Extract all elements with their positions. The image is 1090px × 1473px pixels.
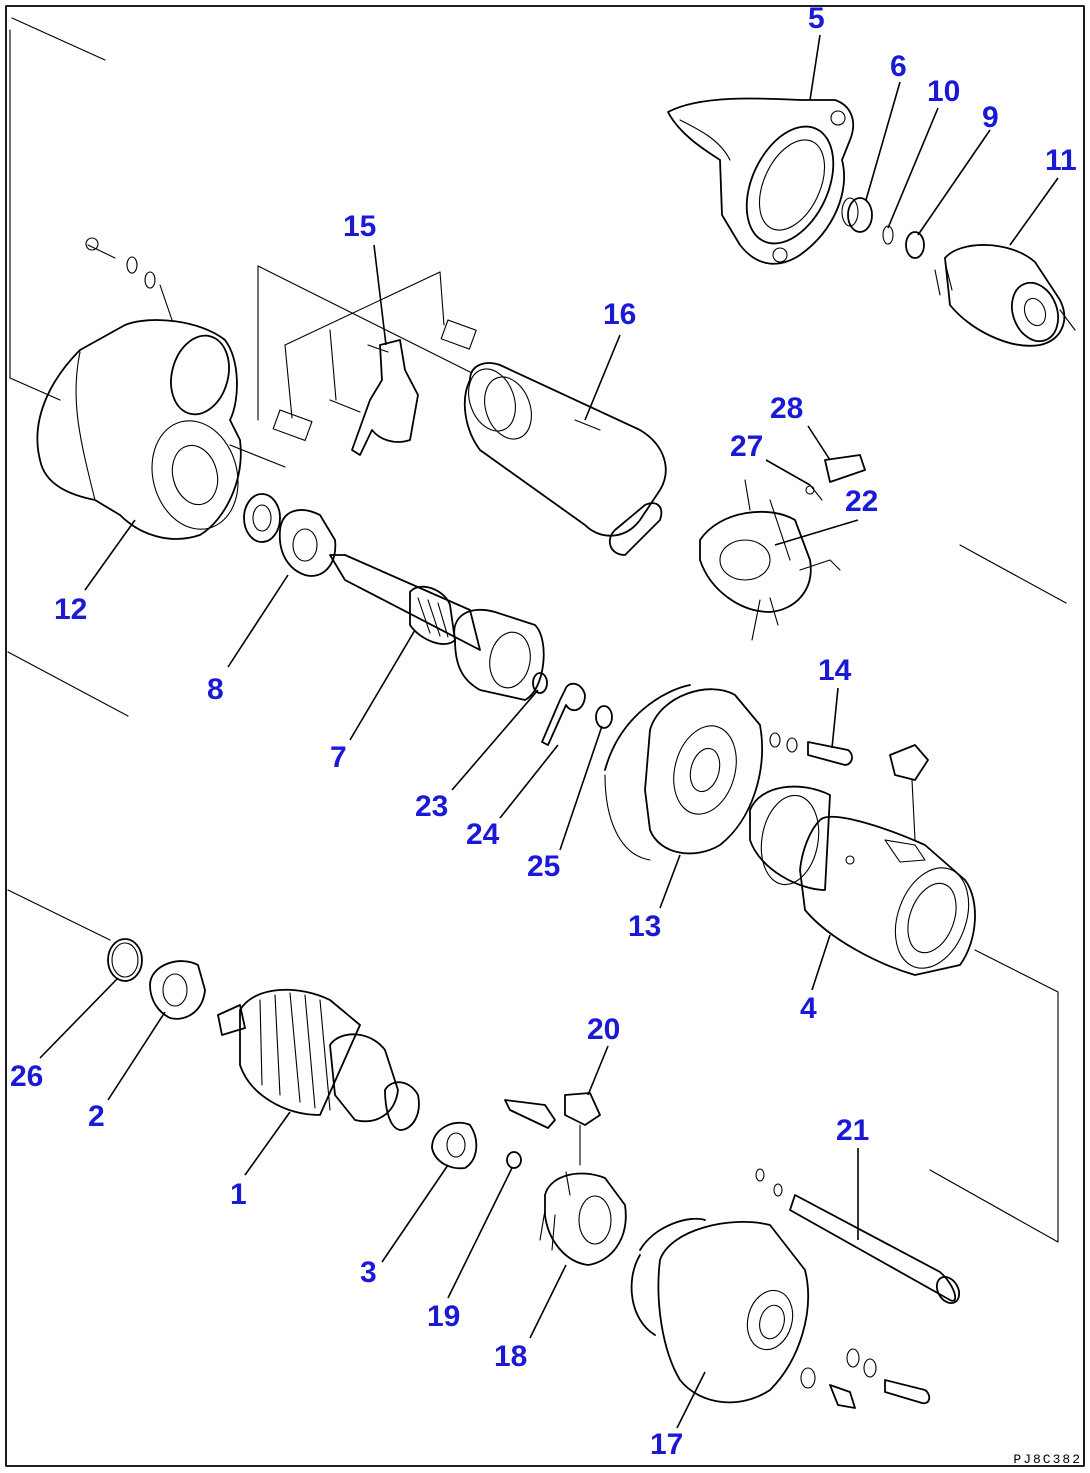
- document-code: PJ8C382: [1013, 1452, 1082, 1467]
- ring-bearing-2-26-drawing: [107, 938, 206, 1020]
- pinion-shaft-drawing: [329, 554, 545, 701]
- part-label-5[interactable]: 5: [808, 2, 825, 35]
- brush-holder-18-drawing: [539, 1171, 627, 1266]
- rear-cover-drawing: [630, 1217, 931, 1409]
- part-label-8[interactable]: 8: [207, 673, 224, 706]
- part-label-13[interactable]: 13: [628, 910, 662, 943]
- magnetic-switch-drawing: [463, 362, 667, 556]
- assembly-centerlines: [7, 17, 1067, 1243]
- armature-drawing: [217, 988, 420, 1131]
- part-label-6[interactable]: 6: [890, 50, 907, 83]
- front-housing-drawing: [36, 237, 286, 540]
- part-label-15[interactable]: 15: [343, 210, 377, 243]
- part-label-16[interactable]: 16: [603, 298, 637, 331]
- part-label-3[interactable]: 3: [360, 1256, 377, 1289]
- part-label-19[interactable]: 19: [427, 1300, 461, 1333]
- bearing-3-drawing: [431, 1121, 478, 1170]
- clutch-drawing: [934, 244, 1076, 347]
- part-label-28[interactable]: 28: [770, 392, 804, 425]
- part-label-9[interactable]: 9: [982, 101, 999, 134]
- part-label-25[interactable]: 25: [527, 850, 561, 883]
- part-label-4[interactable]: 4: [800, 992, 817, 1025]
- part-label-10[interactable]: 10: [927, 75, 961, 108]
- part-label-21[interactable]: 21: [836, 1114, 870, 1147]
- part-label-20[interactable]: 20: [587, 1013, 621, 1046]
- part-label-23[interactable]: 23: [415, 790, 449, 823]
- through-bolt-drawing: [755, 1168, 961, 1305]
- part-label-1[interactable]: 1: [230, 1178, 247, 1211]
- brush-holder-drawing: [699, 454, 866, 641]
- small-parts-6-9-10: [841, 197, 925, 259]
- center-bracket-drawing: [604, 684, 763, 861]
- part-label-27[interactable]: 27: [730, 430, 764, 463]
- leader-lines: [39, 34, 1059, 1429]
- yoke-drawing: [749, 744, 976, 976]
- frame: [5, 5, 1085, 1467]
- washers-23-24-25-drawing: [532, 672, 613, 746]
- small-parts-19-20-drawing: [504, 1092, 601, 1169]
- part-label-22[interactable]: 22: [845, 485, 879, 518]
- part-label-26[interactable]: 26: [10, 1060, 44, 1093]
- part-label-17[interactable]: 17: [650, 1428, 684, 1461]
- screws-14-drawing: [769, 732, 853, 766]
- part-label-2[interactable]: 2: [88, 1100, 105, 1133]
- part-label-24[interactable]: 24: [466, 818, 500, 851]
- bearing-8-drawing: [243, 493, 337, 577]
- shift-lever-drawing: [272, 319, 477, 456]
- part-label-18[interactable]: 18: [494, 1340, 528, 1373]
- part-label-7[interactable]: 7: [330, 741, 347, 774]
- part-label-12[interactable]: 12: [54, 593, 88, 626]
- part-label-14[interactable]: 14: [818, 654, 852, 687]
- drive-housing-drawing: [667, 97, 855, 265]
- part-label-11[interactable]: 11: [1045, 144, 1077, 177]
